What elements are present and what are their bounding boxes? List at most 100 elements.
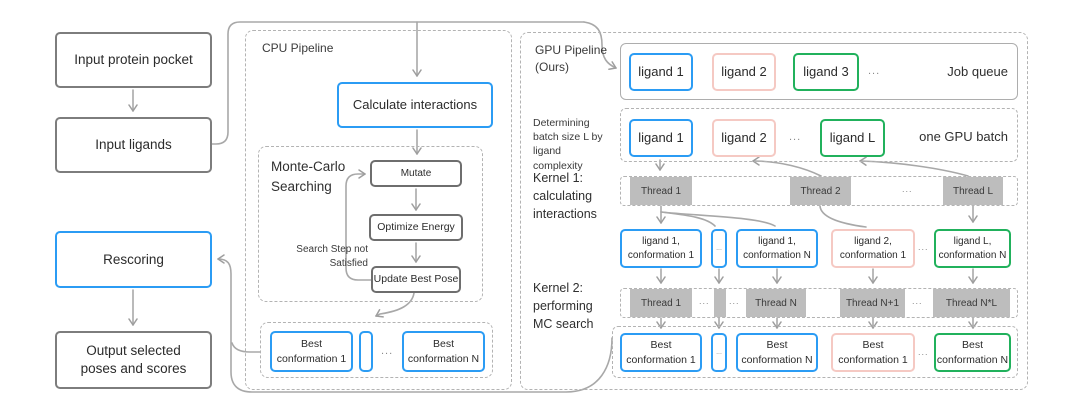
kernel2-thread-N1: Thread N+1 [840,289,905,317]
cpu-pipeline-container [245,30,512,390]
gpu-best-ellipsis-box: ... [711,333,727,372]
job-queue-ligand-3-box: ligand 3 [793,53,859,91]
cpu-best-conformation-n-label: Best conformation N [407,338,480,365]
conformation-box-2: ligand 1, conformation N [736,229,818,268]
kernel1-thread-2-label: Thread 2 [800,185,841,197]
batch-ligand-L-label: ligand L [829,129,876,145]
kernel2-label-line2: performing [533,299,593,314]
batch-ligand-2-box: ligand 2 [712,119,776,157]
gpu-best-box-2: Best conformation N [736,333,818,372]
batch-size-note: Determining batch size L by ligand compl… [533,116,613,173]
cpu-conformations-container [260,322,493,378]
gpu-pipeline-container [520,32,1028,390]
cpu-conformation-dots: ... [381,345,394,357]
batch-size-note-line3: ligand complexity [533,145,583,172]
cpu-conformation-ellipsis-box [359,331,373,372]
gpu-pipeline-title-line1: GPU Pipeline [535,43,608,57]
input-ligands-box: Input ligands [55,117,212,173]
output-box: Output selected poses and scores [55,331,212,389]
kernel2-thread-N1-label: Thread N+1 [845,297,900,309]
kernel2-dots-2: ... [729,296,740,306]
batch-ligand-L-box: ligand L [820,119,885,157]
optimize-energy-box: Optimize Energy [369,214,463,241]
conformation-box-1-label: ligand 1, conformation 1 [627,236,695,261]
gpu-pipeline-title: GPU Pipeline (Ours) [535,42,607,77]
batch-size-note-line2: batch size L by [533,131,603,144]
gpu-best-box-1-label: Best conformation 1 [626,339,696,366]
mutate-box: Mutate [370,160,462,187]
job-queue-ligand-2-label: ligand 2 [721,63,767,79]
kernel2-thread-1-label: Thread 1 [640,297,682,309]
conformation-box-1: ligand 1, conformation 1 [620,229,702,268]
conformation-box-4-label: ligand L, conformation N [938,236,1007,261]
input-protein-pocket-box: Input protein pocket [55,32,212,88]
gpu-best-box-3: Best conformation 1 [831,333,915,372]
kernel2-thread-row [620,288,1018,318]
kernel2-label: Kernel 2: performing MC search [533,279,623,333]
optimize-energy-label: Optimize Energy [377,220,455,233]
loop-condition-note: Search Step not Satisfied [296,244,368,269]
batch-ligand-1-label: ligand 1 [638,129,684,145]
input-protein-pocket-label: Input protein pocket [74,52,193,68]
kernel1-label: Kernel 1: calculating interactions [533,169,623,223]
cpu-pipeline-title: CPU Pipeline [262,41,334,55]
batch-dots: ... [789,131,802,143]
gpu-pipeline-title-line2: (Ours) [535,60,569,75]
job-queue-label: Job queue [947,64,1008,79]
output-label: Output selected poses and scores [80,343,187,376]
kernel1-label-line3: interactions [533,207,597,222]
conformation-ellipsis-box: ... [711,229,727,268]
kernel1-thread-row [620,176,1018,206]
rescoring-box: Rescoring [55,231,212,288]
monte-carlo-container [258,146,483,302]
cpu-best-conformation-1-label: Best conformation 1 [276,338,347,365]
job-queue-ligand-3-label: ligand 3 [803,63,849,79]
kernel2-thread-ellipsis [714,289,726,317]
gpu-best-container [612,326,1018,378]
gpu-batch-label: one GPU batch [919,129,1008,144]
kernel2-thread-N-label: Thread N [755,297,797,309]
kernel1-thread-1-label: Thread 1 [640,185,682,197]
update-best-pose-box: Update Best Pose [371,266,461,293]
update-best-pose-label: Update Best Pose [373,272,459,285]
kernel1-thread-dots: ... [902,184,913,194]
kernel2-thread-N: Thread N [746,289,806,317]
monte-carlo-title: Monte-Carlo Searching [271,159,346,194]
calculate-interactions-label: Calculate interactions [352,96,478,112]
cpu-best-conformation-1-box: Best conformation 1 [270,331,353,372]
gpu-best-box-3-label: Best conformation 1 [838,339,908,366]
kernel1-thread-L-label: Thread L [952,185,994,197]
job-queue-ligand-2-box: ligand 2 [712,53,776,91]
mutate-label: Mutate [400,168,432,179]
kernel1-thread-L: Thread L [943,177,1003,205]
kernel2-dots-1: ... [699,296,710,306]
calculate-interactions-box: Calculate interactions [337,82,493,128]
gpu-batch-container [620,108,1018,162]
cpu-best-conformation-n-box: Best conformation N [402,331,485,372]
gpu-best-box-4: Best conformation N [934,333,1011,372]
conformation-dots: ... [918,242,929,252]
kernel2-dots-3: ... [912,296,923,306]
kernel2-label-line1: Kernel 2: [533,281,584,295]
batch-size-note-line1: Determining [533,117,590,129]
gpu-best-ellipsis-dots: ... [716,348,722,356]
job-queue-ligand-1-label: ligand 1 [638,63,684,79]
batch-ligand-2-label: ligand 2 [721,129,767,145]
gpu-best-box-2-label: Best conformation N [741,339,813,366]
kernel1-label-line1: Kernel 1: [533,171,584,185]
kernel1-label-line2: calculating [533,189,593,204]
kernel1-thread-2: Thread 2 [790,177,851,205]
kernel1-thread-1: Thread 1 [630,177,692,205]
conformation-box-2-label: ligand 1, conformation N [743,236,811,261]
conformation-box-4: ligand L, conformation N [934,229,1011,268]
conformation-box-3-label: ligand 2, conformation 1 [839,236,907,261]
conformation-box-3: ligand 2, conformation 1 [831,229,915,268]
kernel2-thread-1: Thread 1 [630,289,692,317]
gpu-best-dots: ... [918,347,929,357]
job-queue-dots: ... [868,65,881,77]
job-queue-ligand-1-box: ligand 1 [629,53,693,91]
rescoring-label: Rescoring [103,251,164,267]
kernel2-thread-NL: Thread N*L [933,289,1010,317]
conformation-ellipsis-dots: ... [716,244,722,252]
